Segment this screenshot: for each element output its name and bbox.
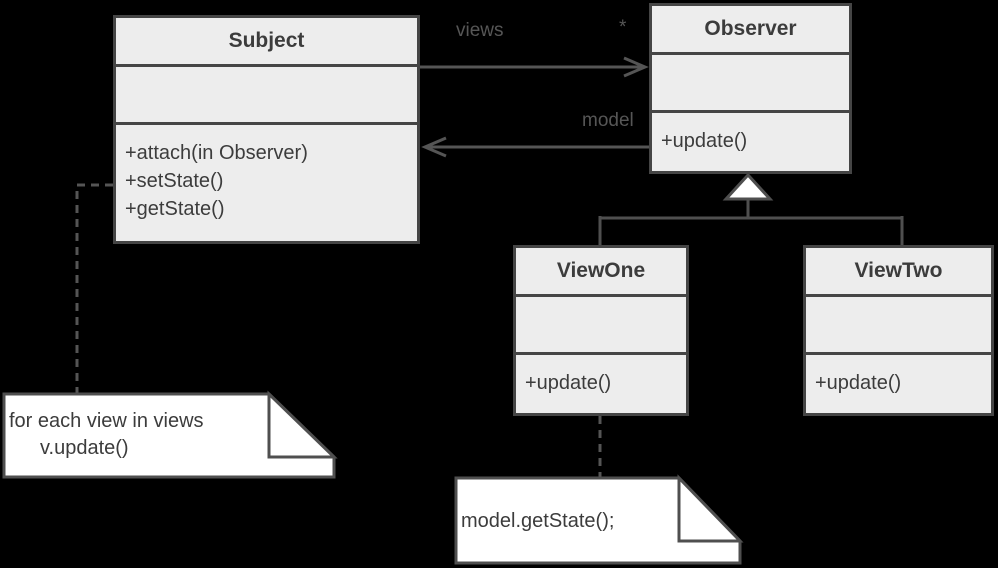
class-box-observer: Observer +update() (649, 3, 852, 174)
class-attributes-section (652, 55, 849, 113)
class-box-viewtwo: ViewTwo +update() (803, 245, 994, 416)
arrowhead-left-icon (421, 136, 447, 158)
note-line: v.update() (40, 437, 129, 459)
class-box-subject: Subject +attach(in Observer) +setState()… (113, 15, 420, 244)
note1-fold-icon (267, 390, 338, 459)
class-title: ViewTwo (806, 248, 991, 297)
note2-shape (454, 474, 744, 565)
multiplicity-label: * (619, 17, 627, 38)
class-title: Observer (652, 6, 849, 55)
class-methods-section: +update() (516, 355, 686, 413)
class-attributes-section (116, 67, 417, 125)
method-label: +update() (525, 372, 612, 394)
method-label: +update() (815, 372, 902, 394)
note1-shape (2, 390, 338, 479)
views-association-arrow (419, 56, 649, 78)
class-methods-section: +update() (652, 113, 849, 171)
method-label: +attach(in Observer) (125, 142, 308, 164)
note-line: model.getState(); (461, 510, 615, 532)
arrowhead-right-icon (623, 56, 649, 78)
association-label-model: model (582, 110, 634, 131)
class-methods-section: +attach(in Observer) +setState() +getSta… (116, 125, 417, 241)
class-attributes-section (516, 297, 686, 355)
note2-fold-icon (677, 474, 744, 543)
class-methods-section: +update() (806, 355, 991, 413)
association-label-views: views (456, 20, 504, 41)
note-model-getstate: model.getState(); (461, 508, 614, 535)
note-line: for each view in views (9, 410, 204, 432)
method-label: +setState() (125, 170, 224, 192)
inheritance-connector (598, 172, 904, 246)
class-title: Subject (116, 18, 417, 67)
method-label: +update() (661, 130, 748, 152)
note1-dashed-connector (75, 183, 113, 394)
model-association-arrow (421, 136, 649, 158)
inheritance-triangle-icon (722, 172, 774, 201)
class-box-viewone: ViewOne +update() (513, 245, 689, 416)
class-attributes-section (806, 297, 991, 355)
method-label: +getState() (125, 198, 225, 220)
note-for-each-view: for each view in views v.update() (9, 408, 204, 462)
class-title: ViewOne (516, 248, 686, 297)
